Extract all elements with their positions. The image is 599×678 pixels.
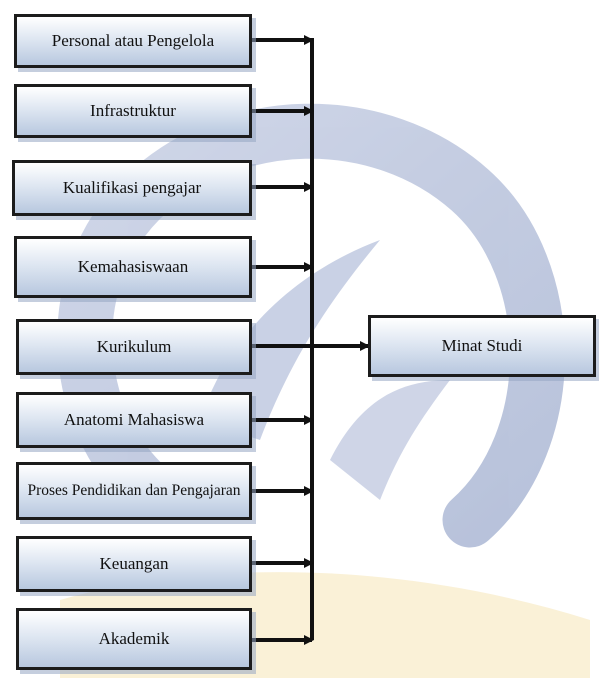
factor-box-kurikulum: Kurikulum xyxy=(16,319,252,375)
factor-box-proses-pendidikan: Proses Pendidikan dan Pengajaran xyxy=(16,462,252,520)
target-label: Minat Studi xyxy=(441,336,523,356)
factor-box-anatomi-mahasiswa: Anatomi Mahasiswa xyxy=(16,392,252,448)
factor-label: Proses Pendidikan dan Pengajaran xyxy=(27,482,241,500)
factor-box-akademik: Akademik xyxy=(16,608,252,670)
factor-label: Infrastruktur xyxy=(90,101,176,121)
factor-label: Kurikulum xyxy=(96,337,172,357)
factor-box-kualifikasi-pengajar: Kualifikasi pengajar xyxy=(12,160,252,216)
factor-label: Personal atau Pengelola xyxy=(51,31,215,51)
factor-label: Akademik xyxy=(98,629,170,649)
target-box-minat-studi: Minat Studi xyxy=(368,315,596,377)
factor-box-keuangan: Keuangan xyxy=(16,536,252,592)
factor-box-personal-pengelola: Personal atau Pengelola xyxy=(14,14,252,68)
factor-label: Anatomi Mahasiswa xyxy=(63,410,205,430)
factor-label: Kemahasiswaan xyxy=(77,257,189,277)
factor-box-infrastruktur: Infrastruktur xyxy=(14,84,252,138)
factor-label: Kualifikasi pengajar xyxy=(62,178,202,198)
factor-box-kemahasiswaan: Kemahasiswaan xyxy=(14,236,252,298)
factor-label: Keuangan xyxy=(99,554,169,574)
